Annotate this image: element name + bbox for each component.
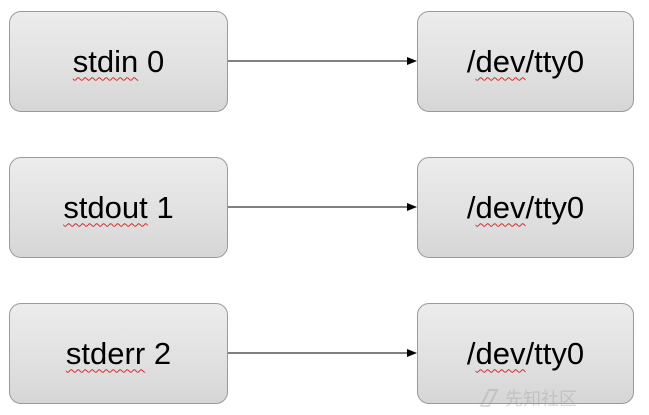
target-label: /dev/tty0 bbox=[466, 335, 585, 371]
watermark: 先知社区 bbox=[475, 386, 645, 410]
target-box-stdout: /dev/tty0 bbox=[417, 157, 634, 258]
fd-number: 1 bbox=[156, 189, 174, 225]
target-path: dev bbox=[475, 189, 526, 225]
fd-number: 0 bbox=[146, 43, 165, 79]
target-box-stderr: /dev/tty0 bbox=[417, 303, 634, 404]
fd-name: stdin bbox=[72, 43, 139, 79]
watermark-text: 先知社区 bbox=[505, 389, 577, 410]
target-path: dev bbox=[475, 335, 526, 371]
fd-name: stderr bbox=[65, 335, 146, 371]
target-label: /dev/tty0 bbox=[466, 189, 585, 225]
watermark-logo-icon: 先知社区 bbox=[479, 389, 577, 410]
target-box-stdin: /dev/tty0 bbox=[417, 11, 634, 112]
target-label: /dev/tty0 bbox=[466, 43, 585, 79]
target-path: dev bbox=[475, 43, 526, 79]
fd-name: stdout bbox=[63, 189, 148, 225]
fd-number: 2 bbox=[153, 335, 172, 371]
